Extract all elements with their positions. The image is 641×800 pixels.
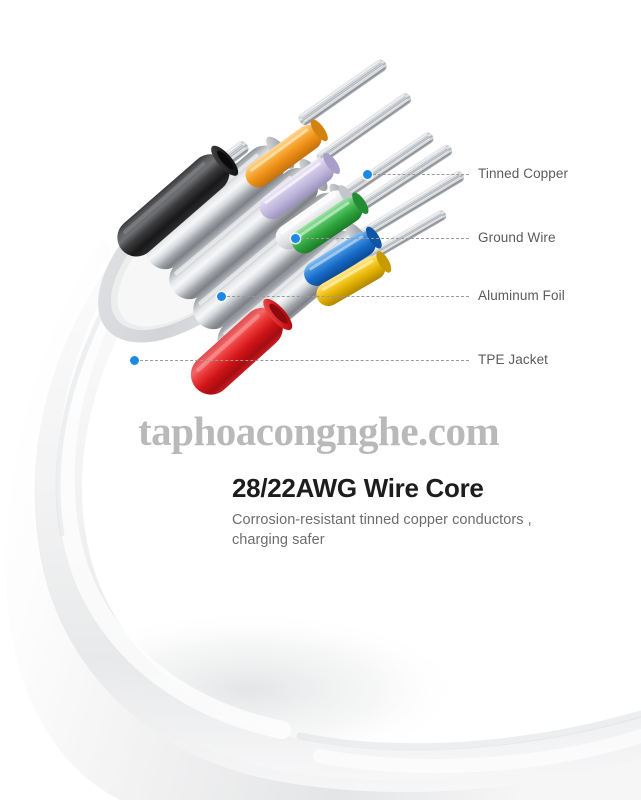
product-subtitle-line-1: Corrosion-resistant tinned copper conduc… xyxy=(232,512,532,529)
headline-block: 28/22AWG Wire Core Corrosion-resistant t… xyxy=(232,474,622,550)
product-title: 28/22AWG Wire Core xyxy=(232,473,484,503)
product-subtitle: Corrosion-resistant tinned copper conduc… xyxy=(232,511,552,550)
product-subtitle-line-2: charging safer xyxy=(232,531,325,548)
site-watermark: taphoacongnghe.com xyxy=(138,408,500,454)
